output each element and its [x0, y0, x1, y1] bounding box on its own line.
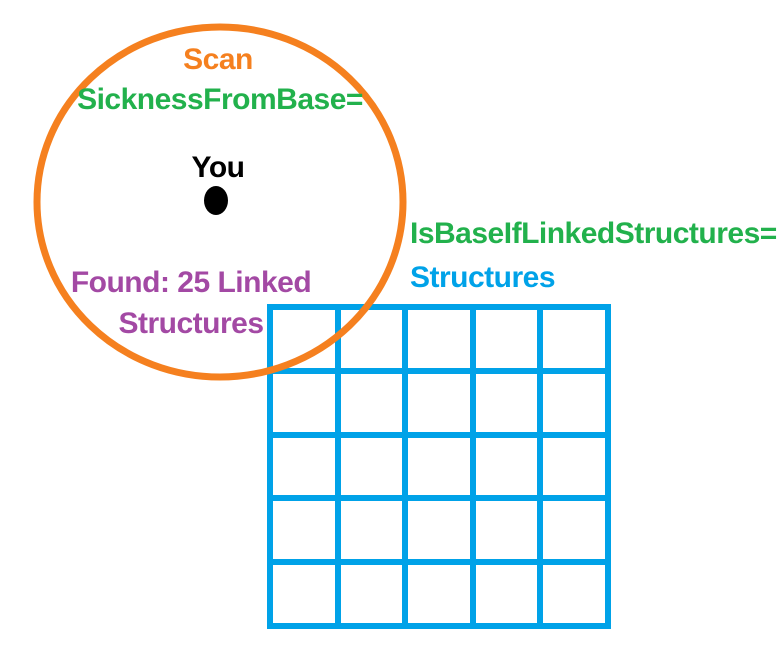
- structures-label: Structures: [410, 261, 556, 294]
- structure-grid-cell: [540, 498, 608, 563]
- structure-grid-cell: [337, 307, 406, 371]
- found-structures-line1: Found: 25 Linked: [70, 266, 312, 299]
- structure-grid-cell: [405, 370, 473, 435]
- structure-grid-cell: [270, 498, 338, 563]
- structure-grid-cell: [405, 307, 473, 371]
- structure-grid-cell: [472, 307, 541, 371]
- structure-grid-cell: [472, 562, 541, 626]
- found-structures-caption: Found: 25 Linked Structures: [70, 262, 312, 344]
- structure-grid-cell: [405, 434, 473, 499]
- structure-grid-cell: [472, 370, 541, 435]
- structure-grid-cell: [405, 498, 473, 563]
- structure-grid-cell: [270, 370, 338, 435]
- structure-grid-cell: [270, 562, 338, 626]
- you-label: You: [191, 151, 245, 184]
- structure-grid-cell: [337, 434, 406, 499]
- structure-grid-cell: [270, 434, 338, 499]
- is-base-if-linked-structures-config-label: IsBaseIfLinkedStructures=: [410, 217, 777, 250]
- structure-grid-cell: [540, 434, 608, 499]
- structure-grid-cell: [472, 498, 541, 563]
- found-structures-line2: Structures: [118, 307, 264, 340]
- structure-grid-cell: [472, 434, 541, 499]
- scan-label: Scan: [183, 43, 253, 76]
- player-position-dot: [204, 186, 228, 215]
- sickness-from-base-config-label: SicknessFromBase=: [77, 83, 363, 116]
- linked-structures-grid: [267, 304, 611, 629]
- structure-grid-cell: [540, 370, 608, 435]
- structure-grid-cell: [405, 562, 473, 626]
- structure-grid-cell: [540, 307, 608, 371]
- structure-grid-cell: [337, 562, 406, 626]
- structure-grid-cell: [337, 370, 406, 435]
- structure-grid-cell: [540, 562, 608, 626]
- structure-grid-cell: [337, 498, 406, 563]
